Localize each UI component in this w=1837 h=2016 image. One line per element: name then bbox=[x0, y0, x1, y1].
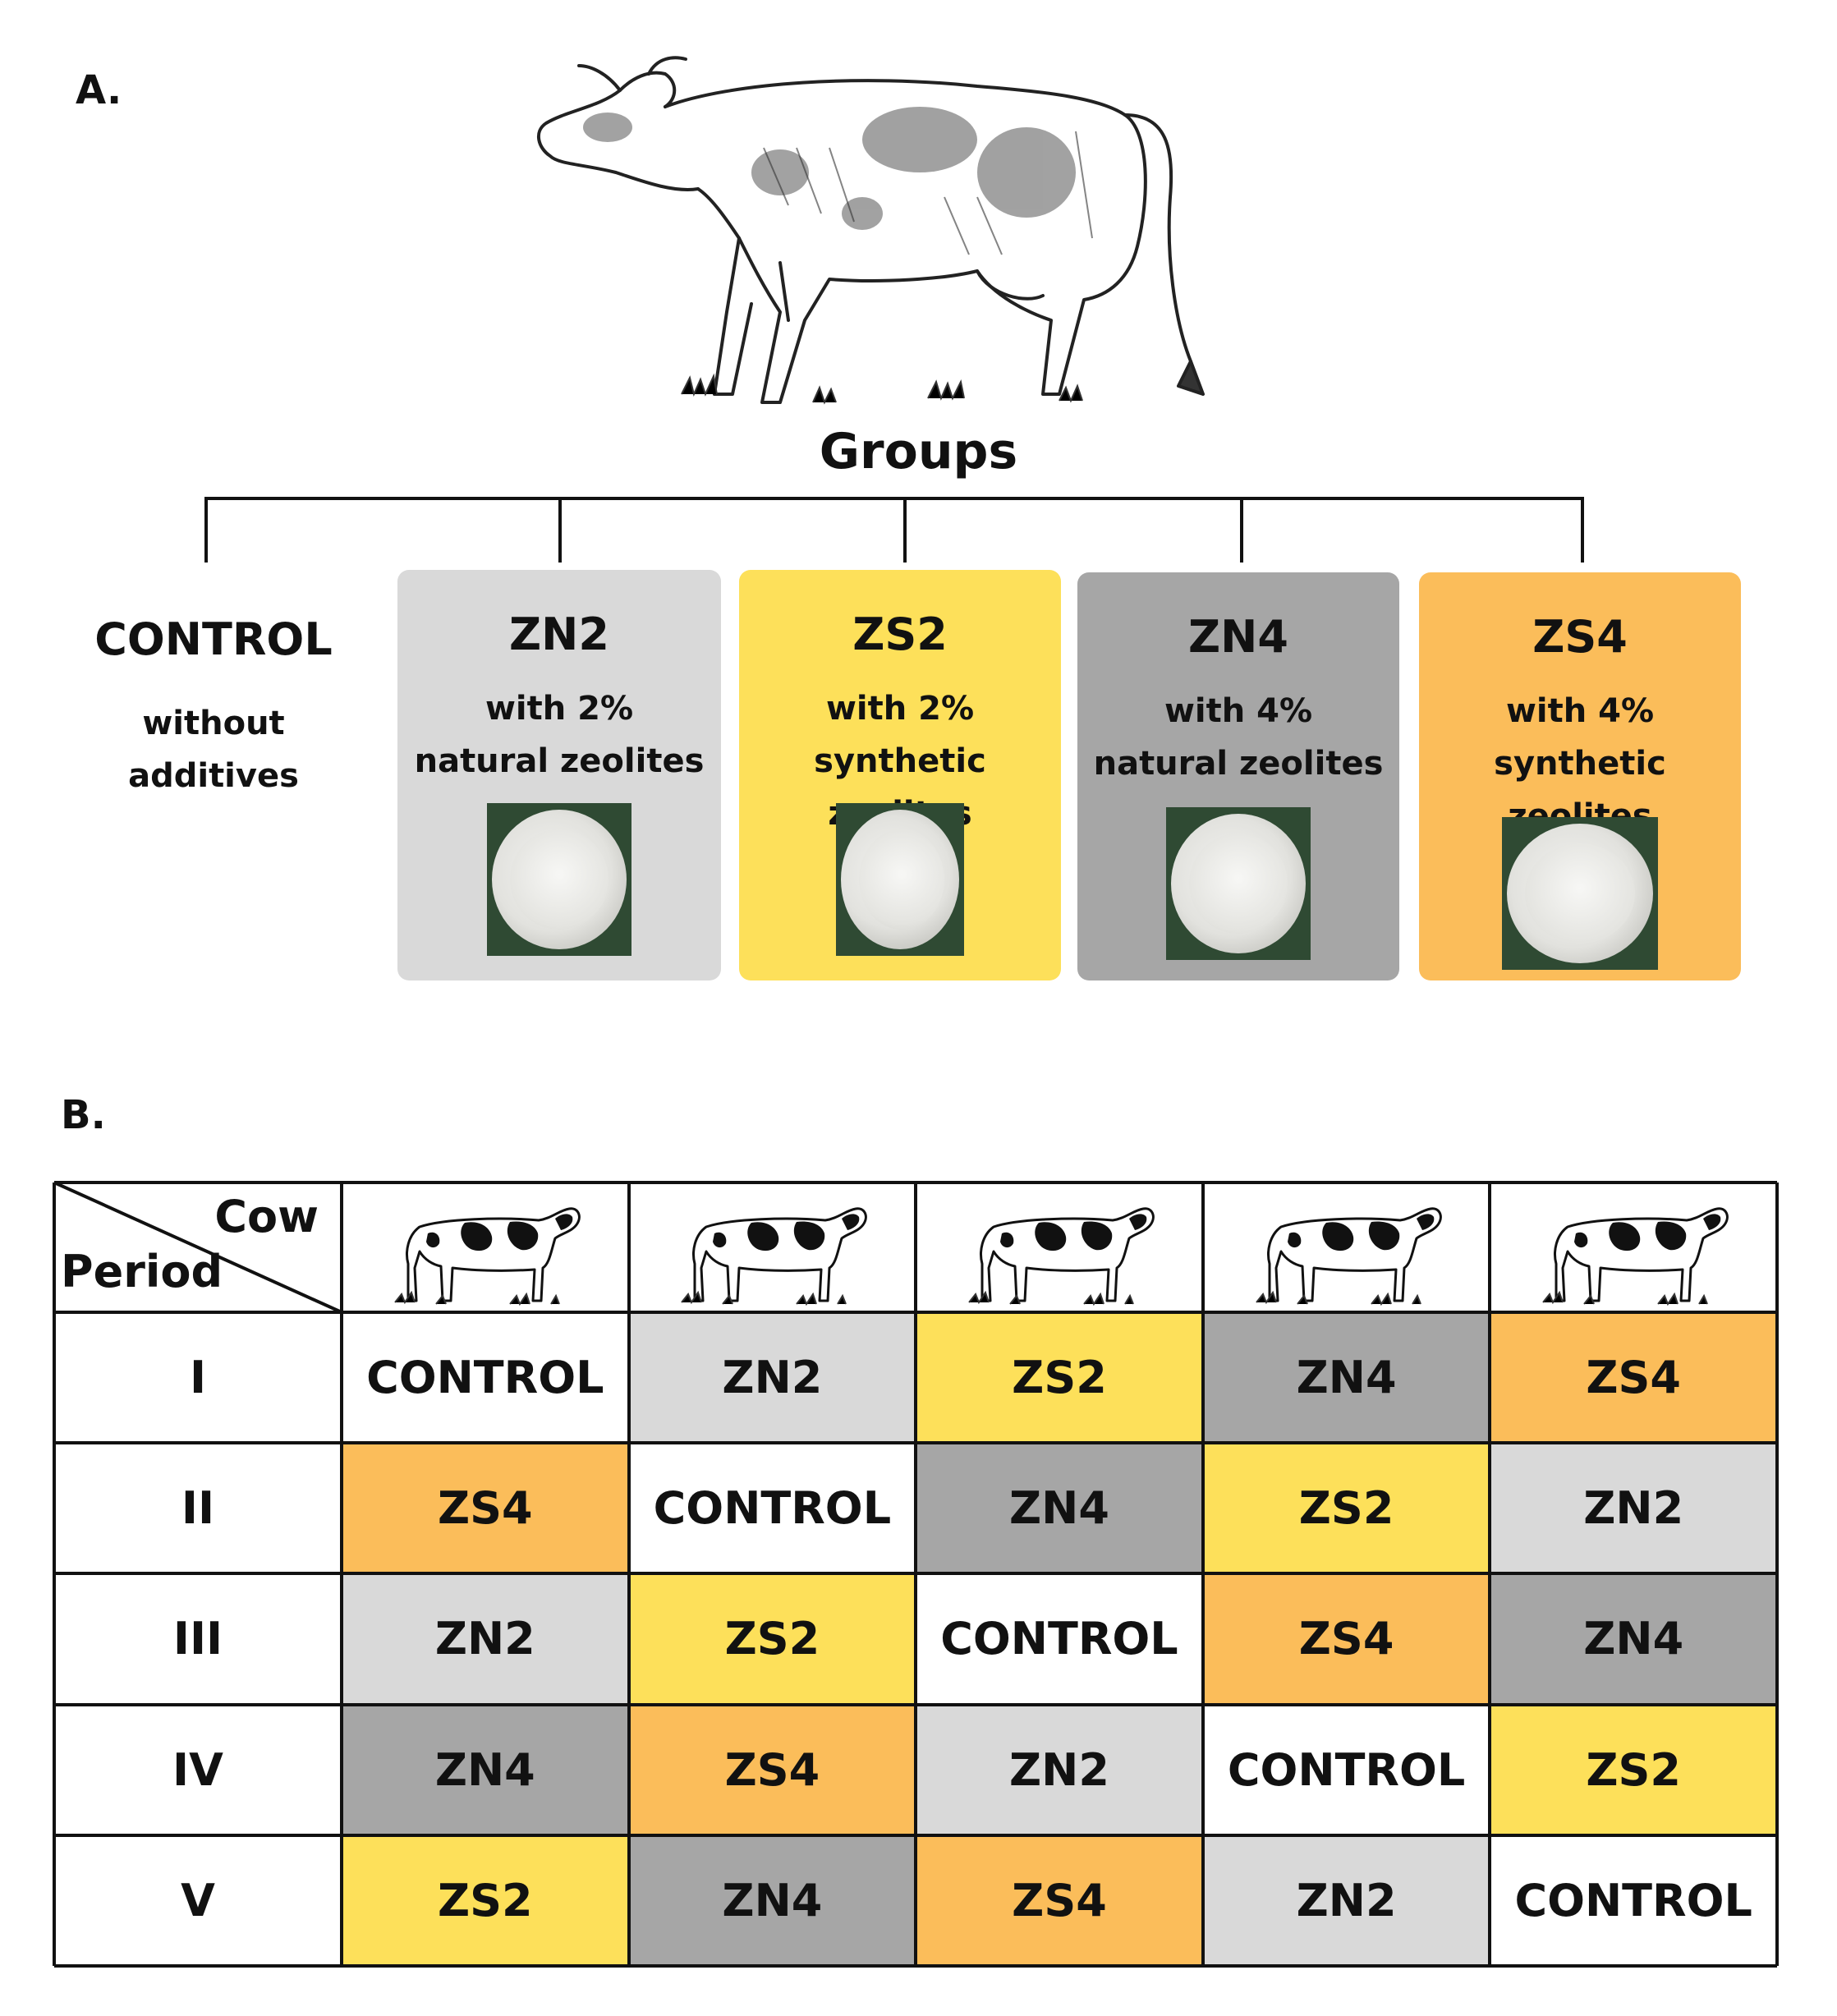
treatment-cell: CONTROL bbox=[1490, 1835, 1777, 1966]
table-column-border bbox=[1488, 1183, 1492, 1966]
treatment-cell: ZS4 bbox=[1202, 1573, 1490, 1705]
group-zn2: ZN2 with 2% natural zeolites bbox=[397, 570, 721, 980]
group-description: with 4% natural zeolites bbox=[1093, 692, 1384, 783]
tree-branch-zn4 bbox=[1240, 497, 1243, 563]
treatment-cell: ZN2 bbox=[916, 1704, 1203, 1835]
group-control: CONTROL without additives bbox=[49, 575, 378, 795]
zeolite-sample-photo bbox=[1502, 817, 1658, 970]
table-column-border bbox=[1775, 1183, 1779, 1966]
table-column-border bbox=[53, 1183, 56, 1966]
treatment-cell: CONTROL bbox=[342, 1312, 629, 1444]
cow-icon bbox=[1542, 1207, 1729, 1306]
tree-branch-zs2 bbox=[903, 497, 907, 563]
group-code: ZN2 bbox=[509, 608, 609, 660]
table-column-border bbox=[627, 1183, 631, 1966]
tree-branch-zn2 bbox=[558, 497, 562, 563]
cow-icon bbox=[394, 1207, 581, 1306]
treatment-cell: ZN2 bbox=[628, 1312, 916, 1444]
cow-column-header bbox=[1490, 1183, 1777, 1312]
treatment-cell: ZN4 bbox=[1490, 1573, 1777, 1705]
table-column-border bbox=[340, 1183, 343, 1966]
treatment-cell: ZN2 bbox=[1490, 1443, 1777, 1574]
group-description: with 2% natural zeolites bbox=[414, 690, 705, 780]
tree-branch-zs4 bbox=[1581, 497, 1584, 563]
group-zs4: ZS4 with 4% synthetic zeolites bbox=[1419, 572, 1741, 980]
treatment-cell: ZS2 bbox=[916, 1312, 1203, 1444]
table-corner-header: Cow Period bbox=[54, 1183, 342, 1312]
period-label: V bbox=[181, 1874, 215, 1926]
period-label: I bbox=[189, 1352, 207, 1404]
panel-b-label: B. bbox=[61, 1092, 106, 1138]
period-label: III bbox=[172, 1613, 223, 1665]
zeolite-sample-photo bbox=[1166, 807, 1311, 960]
cow-column-header bbox=[916, 1183, 1203, 1312]
cow-column-label: Cow bbox=[214, 1191, 319, 1242]
treatment-cell: ZN4 bbox=[916, 1443, 1203, 1574]
treatment-cell: ZS2 bbox=[1202, 1443, 1490, 1574]
zeolite-sample-photo bbox=[836, 803, 964, 956]
table-row-border bbox=[54, 1964, 1777, 1968]
table-column-border bbox=[914, 1183, 918, 1966]
treatment-cell: ZS4 bbox=[916, 1835, 1203, 1966]
treatment-cell: ZN4 bbox=[628, 1835, 916, 1966]
cow-icon bbox=[968, 1207, 1155, 1306]
treatment-cell: ZS4 bbox=[342, 1443, 629, 1574]
group-code: CONTROL bbox=[94, 613, 333, 665]
group-zn4: ZN4 with 4% natural zeolites bbox=[1077, 572, 1399, 980]
period-row-label: Period bbox=[61, 1246, 223, 1297]
treatment-cell: CONTROL bbox=[916, 1573, 1203, 1705]
group-description: without additives bbox=[128, 705, 299, 795]
crossover-table: Cow Period bbox=[53, 1181, 1779, 1968]
cow-icon bbox=[1255, 1207, 1442, 1306]
treatment-cell: ZS4 bbox=[628, 1704, 916, 1835]
tree-branch-control bbox=[204, 497, 208, 563]
group-code: ZS4 bbox=[1532, 611, 1628, 663]
treatment-cell: CONTROL bbox=[1202, 1704, 1490, 1835]
treatment-cell: ZN4 bbox=[342, 1704, 629, 1835]
table-column-border bbox=[1201, 1183, 1205, 1966]
treatment-cell: ZS2 bbox=[628, 1573, 916, 1705]
zeolite-sample-photo bbox=[487, 803, 631, 956]
cow-icon bbox=[681, 1207, 868, 1306]
tree-horizontal-line bbox=[204, 497, 1584, 500]
treatment-cell: ZN2 bbox=[342, 1573, 629, 1705]
corner-diagonal-line bbox=[54, 1183, 342, 1312]
treatment-cell: ZS2 bbox=[1490, 1704, 1777, 1835]
treatment-cell: ZN2 bbox=[1202, 1835, 1490, 1966]
cow-column-header bbox=[342, 1183, 629, 1312]
treatment-cell: ZS2 bbox=[342, 1835, 629, 1966]
cow-column-header bbox=[1203, 1183, 1490, 1312]
treatment-cell: ZN4 bbox=[1202, 1312, 1490, 1444]
group-zs2: ZS2 with 2% synthetic zeolites bbox=[739, 570, 1061, 980]
treatment-cell: ZS4 bbox=[1490, 1312, 1777, 1444]
cow-illustration bbox=[537, 56, 1205, 405]
group-code: ZS2 bbox=[852, 608, 948, 660]
period-label: II bbox=[181, 1482, 215, 1535]
treatment-cell: CONTROL bbox=[628, 1443, 916, 1574]
cow-column-header bbox=[629, 1183, 916, 1312]
period-label: IV bbox=[172, 1743, 223, 1796]
group-code: ZN4 bbox=[1188, 611, 1288, 663]
panel-a-label: A. bbox=[76, 67, 122, 113]
groups-title: Groups bbox=[819, 423, 1018, 480]
